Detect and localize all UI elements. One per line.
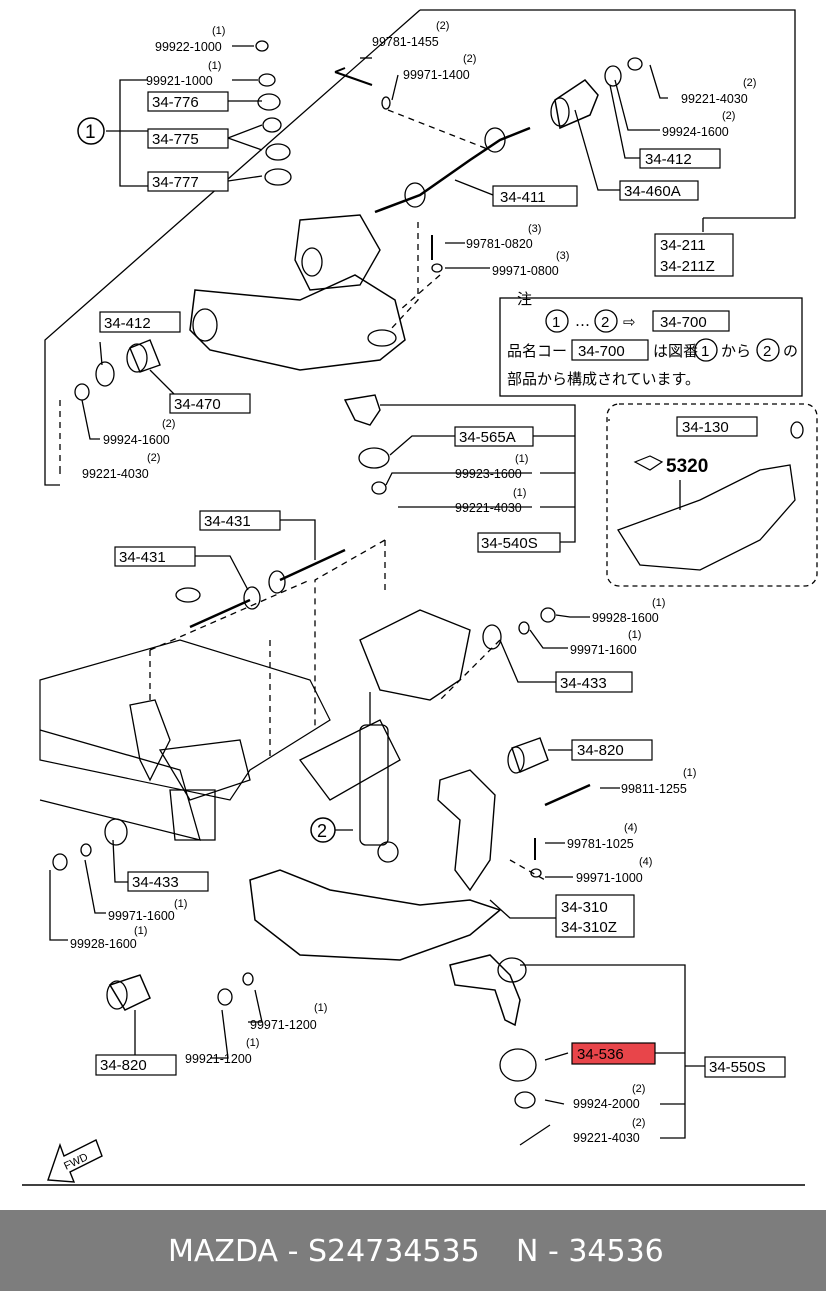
label-p99971-1600a: 99971-1600 bbox=[570, 643, 637, 657]
label-p99221-4030d: 99221-4030 bbox=[573, 1131, 640, 1145]
label-p99921-1000: 99921-1000 bbox=[146, 74, 213, 88]
label-p34-460A: 34-460A bbox=[624, 183, 681, 200]
reference-5320: 5320 bbox=[633, 455, 708, 510]
label-q1c: (1) bbox=[515, 453, 528, 465]
label-p34-411: 34-411 bbox=[500, 189, 546, 206]
label-q1d: (1) bbox=[513, 487, 526, 499]
label-q4b: (4) bbox=[639, 856, 652, 868]
label-p34-130: 34-130 bbox=[682, 419, 729, 436]
label-q1f: (1) bbox=[628, 629, 641, 641]
svg-text:品名コード: 品名コード bbox=[507, 342, 582, 360]
note-part-2: 34-700 bbox=[578, 343, 625, 360]
label-p99971-0800: 99971-0800 bbox=[492, 264, 559, 278]
frame-line bbox=[420, 9, 796, 219]
label-p99922-1000: 99922-1000 bbox=[155, 40, 222, 54]
label-p99928-1600b: 99928-1600 bbox=[70, 937, 137, 951]
label-p99971-1400: 99971-1400 bbox=[403, 68, 470, 82]
label-p34-820b: 34-820 bbox=[100, 1057, 147, 1074]
label-q1b: (1) bbox=[208, 60, 221, 72]
label-q2g: (2) bbox=[632, 1083, 645, 1095]
footer-bar: MAZDA - S24734535 N - 34536 bbox=[0, 1210, 826, 1291]
label-q2d: (2) bbox=[722, 110, 735, 122]
label-q1k: (1) bbox=[246, 1037, 259, 1049]
svg-text:から: から bbox=[721, 342, 751, 360]
label-p99924-1600b: 99924-1600 bbox=[103, 433, 170, 447]
label-q2h: (2) bbox=[632, 1117, 645, 1129]
svg-text:部品から構成されています。: 部品から構成されています。 bbox=[507, 370, 700, 388]
label-p34-540S: 34-540S bbox=[481, 535, 538, 552]
svg-text:1: 1 bbox=[701, 343, 709, 360]
label-p34-550S: 34-550S bbox=[709, 1059, 766, 1076]
svg-text:2: 2 bbox=[763, 343, 771, 360]
label-q1i: (1) bbox=[134, 925, 147, 937]
svg-text:1: 1 bbox=[85, 122, 96, 143]
label-p34-565A: 34-565A bbox=[459, 429, 516, 446]
label-p99221-4030c: 99221-4030 bbox=[455, 501, 522, 515]
label-p99923-1600: 99923-1600 bbox=[455, 467, 522, 481]
svg-text:5320: 5320 bbox=[666, 456, 708, 477]
label-q4a: (4) bbox=[624, 822, 637, 834]
label-p34-776: 34-776 bbox=[152, 94, 199, 111]
label-p34-775: 34-775 bbox=[152, 131, 199, 148]
circle-2-marker: 2 bbox=[310, 817, 336, 843]
label-p99221-4030a: 99221-4030 bbox=[681, 92, 748, 106]
label-q2f: (2) bbox=[147, 452, 160, 464]
label-p99921-1200: 99921-1200 bbox=[185, 1052, 252, 1066]
svg-text:は図番: は図番 bbox=[653, 342, 698, 360]
label-q1a: (1) bbox=[212, 25, 225, 37]
label-p34-433b: 34-433 bbox=[132, 874, 179, 891]
label-p34-310: 34-310 bbox=[561, 899, 608, 916]
label-p99781-1455: 99781-1455 bbox=[372, 35, 439, 49]
label-q2a: (2) bbox=[436, 20, 449, 32]
note-title: 注 bbox=[517, 290, 532, 308]
svg-text:⇨: ⇨ bbox=[623, 313, 636, 331]
label-p99221-4030b: 99221-4030 bbox=[82, 467, 149, 481]
label-q1g: (1) bbox=[683, 767, 696, 779]
parts-diagram: FWD 1 2 注 1 … bbox=[22, 9, 818, 1186]
label-p34-412a: 34-412 bbox=[645, 151, 692, 168]
svg-text:…: … bbox=[575, 312, 590, 330]
label-p34-536: 34-536 bbox=[577, 1046, 624, 1063]
label-p99971-1200: 99971-1200 bbox=[250, 1018, 317, 1032]
label-p34-470: 34-470 bbox=[174, 396, 221, 413]
note-part-1: 34-700 bbox=[660, 314, 707, 331]
svg-text:2: 2 bbox=[317, 821, 327, 841]
label-p99924-2000: 99924-2000 bbox=[573, 1097, 640, 1111]
label-q3b: (3) bbox=[556, 250, 569, 262]
footer-brand-code: MAZDA - S24734535 bbox=[168, 1234, 480, 1269]
note-box: 注 1 … 2 ⇨ 34-700 品名コード 34-700 は図番 1 から 2… bbox=[499, 290, 803, 397]
label-p34-211Z: 34-211Z bbox=[660, 258, 715, 275]
label-p99781-0820: 99781-0820 bbox=[466, 237, 533, 251]
label-p34-412b: 34-412 bbox=[104, 315, 151, 332]
label-q1h: (1) bbox=[174, 898, 187, 910]
footer-part-number: N - 34536 bbox=[516, 1234, 664, 1269]
label-q2e: (2) bbox=[162, 418, 175, 430]
circle-1-marker: 1 bbox=[77, 117, 105, 145]
label-p34-310Z: 34-310Z bbox=[561, 919, 617, 936]
label-p99924-1600a: 99924-1600 bbox=[662, 125, 729, 139]
part-labels: (1) 99922-1000 (1) 99921-1000 34-776 34-775 34… bbox=[70, 20, 766, 1145]
label-p34-433a: 34-433 bbox=[560, 675, 607, 692]
label-p99781-1025: 99781-1025 bbox=[567, 837, 634, 851]
label-p99971-1000: 99971-1000 bbox=[576, 871, 643, 885]
label-p34-431a: 34-431 bbox=[204, 513, 251, 530]
label-p34-820a: 34-820 bbox=[577, 742, 624, 759]
label-p34-211: 34-211 bbox=[660, 237, 706, 254]
label-q2c: (2) bbox=[743, 77, 756, 89]
label-q3a: (3) bbox=[528, 223, 541, 235]
label-p99928-1600a: 99928-1600 bbox=[592, 611, 659, 625]
fwd-arrow-icon: FWD bbox=[47, 1139, 103, 1183]
highlighted-part-box bbox=[571, 1042, 656, 1065]
label-p99971-1600b: 99971-1600 bbox=[108, 909, 175, 923]
label-p34-777: 34-777 bbox=[152, 174, 199, 191]
label-q1e: (1) bbox=[652, 597, 665, 609]
svg-text:の: の bbox=[783, 342, 798, 360]
svg-text:1: 1 bbox=[552, 314, 560, 331]
label-p34-431b: 34-431 bbox=[119, 549, 166, 566]
label-p99811-1255: 99811-1255 bbox=[621, 782, 687, 796]
svg-text:2: 2 bbox=[601, 314, 609, 331]
label-q1j: (1) bbox=[314, 1002, 327, 1014]
label-q2b: (2) bbox=[463, 53, 476, 65]
